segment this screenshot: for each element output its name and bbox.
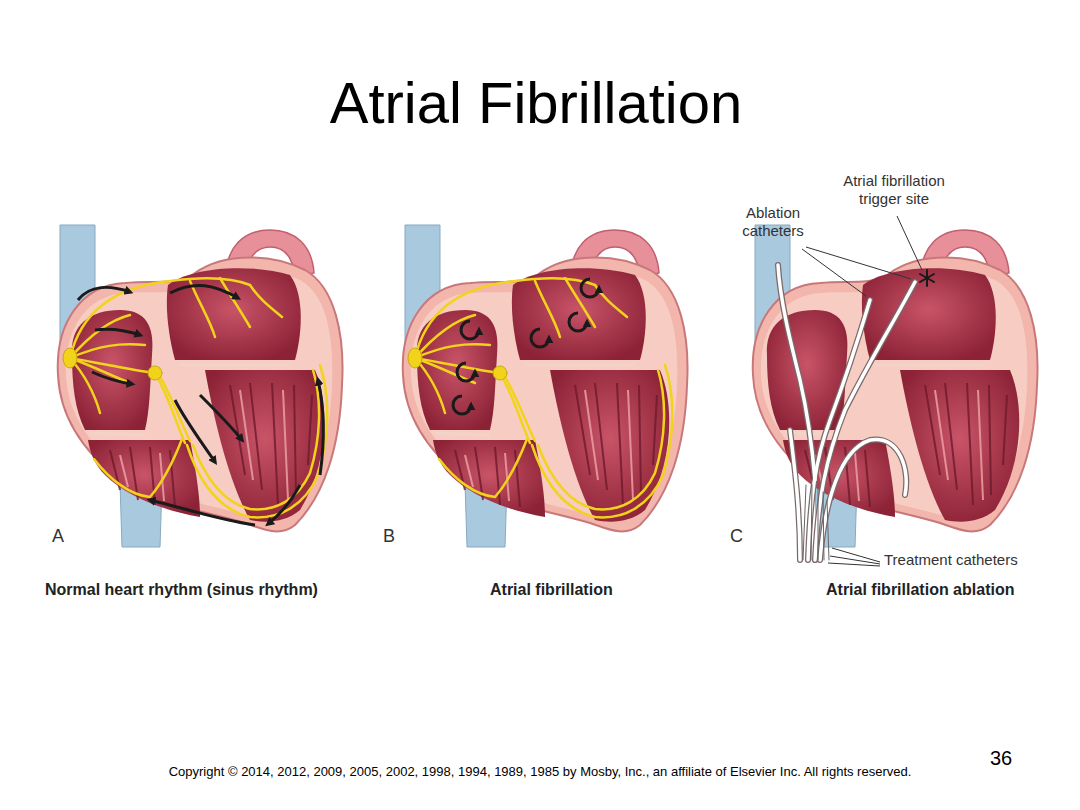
panel-caption: Normal heart rhythm (sinus rhythm) (45, 580, 318, 599)
panel-letter: A (52, 526, 64, 548)
slide-title: Atrial Fibrillation (0, 68, 1076, 138)
panel-letter: C (730, 526, 743, 548)
chaotic-circular-arrows (453, 279, 599, 414)
copyright-note: Copyright © 2014, 2012, 2009, 2005, 2002… (20, 764, 1060, 780)
callout-label: Treatment catheters (884, 551, 1018, 569)
conduction-arrows (78, 285, 324, 525)
callout-label: Ablation catheters (730, 204, 816, 240)
leader-lines (802, 216, 922, 566)
sinus-rhythm-heart (58, 225, 343, 547)
page-number: 36 (990, 746, 1012, 770)
catheters (778, 265, 915, 560)
panel-caption: Atrial fibrillation (490, 580, 613, 599)
trigger-site-asterisk (920, 270, 934, 286)
panel-letter: B (383, 526, 395, 548)
panel-caption: Atrial fibrillation ablation (826, 580, 1014, 599)
fibrillation-heart (403, 225, 688, 547)
callout-label: Atrial fibrillation trigger site (826, 172, 962, 208)
